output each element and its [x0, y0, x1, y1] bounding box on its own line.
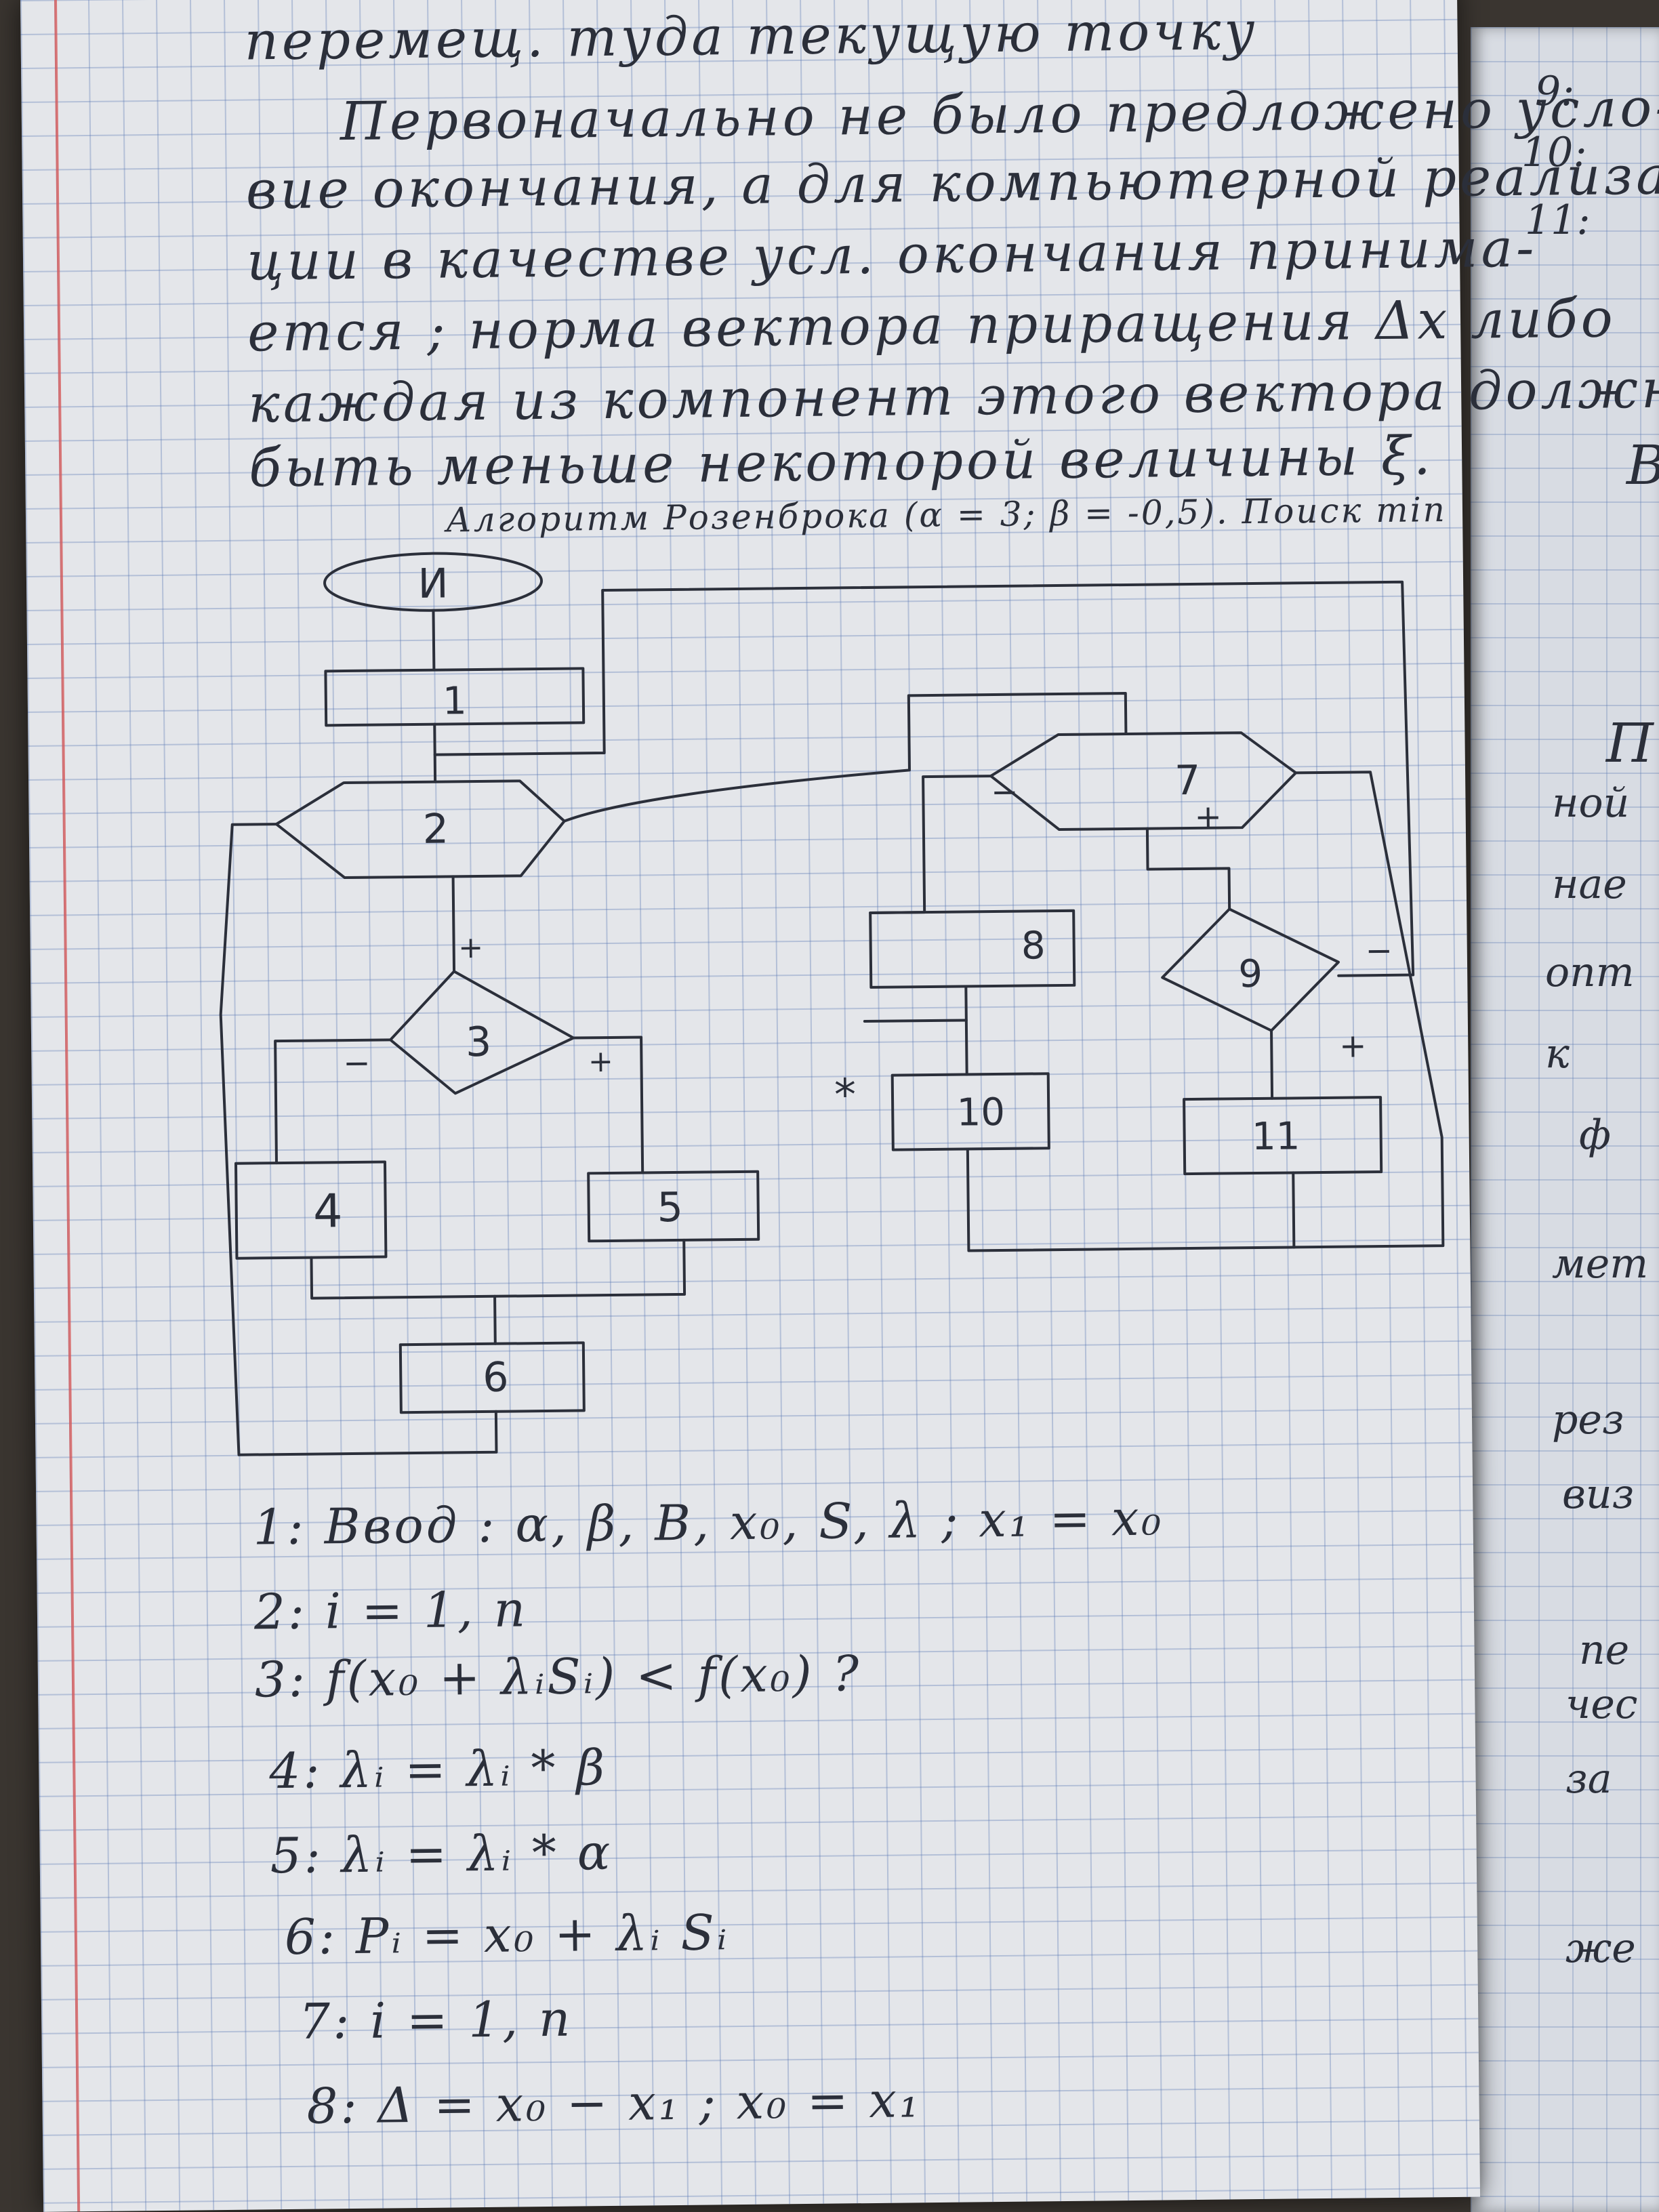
minus-sign: −: [343, 1044, 371, 1082]
connector: [1292, 1171, 1296, 1249]
block-8: [869, 909, 1076, 989]
connector: [869, 775, 993, 914]
connector: [966, 1147, 1296, 1252]
block-9-label: 9: [1238, 952, 1263, 996]
right-page-fragment: ф: [1579, 1111, 1611, 1159]
right-page-number-10: 10:: [1521, 129, 1587, 176]
right-page-fragment: чес: [1565, 1681, 1638, 1728]
block-11-label: 11: [1252, 1114, 1300, 1159]
legend-line: 8: Δ = x₀ − x₁ ; x₀ = x₁: [306, 2071, 922, 2135]
right-page-fragment: мет: [1552, 1240, 1649, 1288]
block-11: [1183, 1096, 1383, 1176]
connector: [432, 609, 436, 672]
right-page-fragment: за: [1565, 1755, 1612, 1803]
block-10: [890, 1072, 1050, 1151]
connector: [562, 691, 1128, 823]
start-label: И: [417, 560, 449, 607]
block-1: [324, 667, 586, 727]
block-10-label: 10: [956, 1090, 1005, 1135]
legend-line: 6: Pᵢ = x₀ + λᵢ Sᵢ: [284, 1904, 730, 1966]
legend-line: 3: f(x₀ + λᵢSᵢ) < f(x₀) ?: [254, 1645, 862, 1708]
connector: [433, 722, 437, 783]
block-1-label: 1: [443, 679, 467, 723]
connector: [310, 1238, 687, 1300]
block-4: [234, 1160, 388, 1260]
legend-line: 2: i = 1, n: [253, 1580, 529, 1641]
right-page-fragment: ной: [1552, 779, 1630, 827]
block-7-label: 7: [1174, 757, 1201, 804]
plus-sign: +: [1339, 1027, 1367, 1065]
block-3: [389, 970, 575, 1095]
right-page-fragment: пе: [1579, 1626, 1630, 1674]
right-page-fragment: В: [1626, 434, 1659, 497]
notebook-page: перемещ. туда текущую точку Первоначальн…: [20, 0, 1659, 2212]
right-page-fragment: нае: [1552, 861, 1627, 908]
minus-sign: −: [991, 773, 1019, 811]
connector: [274, 1038, 392, 1165]
plus-sign: +: [1194, 798, 1222, 836]
connector: [451, 875, 456, 973]
plus-sign: +: [458, 930, 483, 965]
minus-sign: −: [1365, 932, 1393, 970]
connector: [572, 1036, 644, 1174]
legend-line: 1: Ввод : α, β, B, x₀, S, λ ; x₁ = x₀: [253, 1489, 1164, 1556]
block-3-label: 3: [466, 1019, 492, 1066]
legend-line: 4: λᵢ = λᵢ * β: [268, 1739, 608, 1800]
next-page: 9: 10: 11: В П ной нае опт к ф мет рез в…: [1471, 27, 1659, 2212]
block-4-label: 4: [313, 1185, 343, 1238]
flowchart: И 1 2 3 4 5 6 7 8 9 10 11 + + + + − − − …: [219, 552, 1445, 1456]
legend-line: 7: i = 1, n: [298, 1990, 573, 2050]
loop-back: [219, 823, 498, 1456]
right-page-fragment: П: [1606, 712, 1654, 775]
block-6: [398, 1341, 586, 1414]
plus-sign: +: [588, 1044, 613, 1079]
star-connector: [863, 1019, 968, 1023]
block-2: [274, 779, 566, 880]
connector: [1145, 827, 1231, 911]
block-8-label: 8: [1021, 924, 1046, 968]
right-page-fragment: виз: [1562, 1471, 1635, 1518]
block-5: [587, 1170, 760, 1243]
block-2-label: 2: [422, 805, 449, 853]
loop-to-2: [433, 580, 1415, 977]
right-page-number-11: 11:: [1525, 197, 1591, 244]
right-page-fragment: рез: [1552, 1396, 1624, 1443]
block-6-label: 6: [483, 1354, 509, 1401]
connector: [1270, 1029, 1274, 1100]
block-7: [989, 731, 1298, 832]
right-page-fragment: к: [1545, 1030, 1570, 1078]
legend-line: 5: λᵢ = λᵢ * α: [270, 1823, 613, 1885]
connector: [1292, 771, 1445, 1249]
right-page-fragment: же: [1565, 1925, 1636, 1972]
block-5-label: 5: [657, 1184, 683, 1231]
star-sign: *: [834, 1070, 857, 1120]
right-page-number-9: 9:: [1535, 68, 1575, 115]
right-page-fragment: опт: [1545, 949, 1635, 996]
